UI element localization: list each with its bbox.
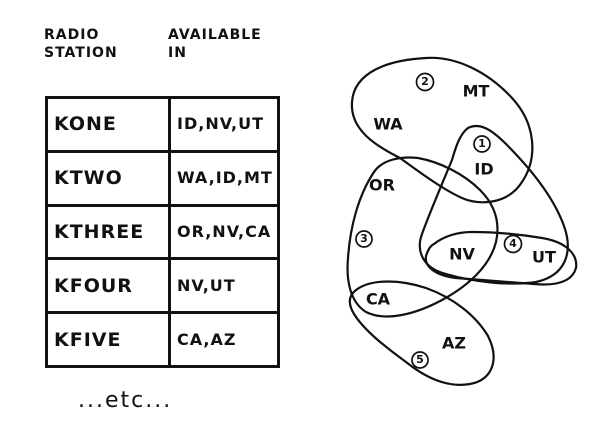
column-header-radio-station: RADIO STATION — [44, 27, 118, 61]
station-name: KTHREE — [45, 203, 171, 261]
marker-five: 5 — [411, 351, 429, 369]
svg-text:5: 5 — [416, 353, 424, 366]
etc-note: ...etc... — [78, 388, 173, 413]
state-label-or: OR — [369, 176, 395, 195]
table-row-kthree: KTHREE OR,NV,CA — [45, 203, 280, 261]
table-row-kfour: KFOUR NV,UT — [45, 257, 280, 315]
station-availability: NV,UT — [168, 257, 280, 315]
marker-four: 4 — [503, 234, 523, 254]
station-3-region — [346, 156, 499, 318]
svg-text:4: 4 — [509, 237, 517, 250]
station-availability: CA,AZ — [168, 311, 280, 368]
station-table: KONE ID,NV,UT KTWO WA,ID,MT KTHREE OR,NV… — [45, 96, 280, 368]
station-grid: KONE ID,NV,UT KTWO WA,ID,MT KTHREE OR,NV… — [45, 96, 280, 368]
svg-text:1: 1 — [478, 137, 486, 150]
coverage-diagram: 2 1 3 4 5 MT WA OR ID NV UT CA AZ — [346, 56, 578, 386]
marker-one: 1 — [473, 135, 491, 153]
station-1-region — [418, 124, 569, 285]
table-row-kfive: KFIVE CA,AZ — [45, 311, 280, 368]
station-availability: ID,NV,UT — [168, 96, 280, 153]
station-name: KFIVE — [45, 311, 171, 368]
state-label-id: ID — [474, 160, 493, 179]
state-label-wa: WA — [373, 115, 403, 134]
station-name: KONE — [45, 96, 171, 153]
column-header-available-in: AVAILABLE IN — [168, 27, 262, 61]
station-availability: WA,ID,MT — [168, 149, 280, 207]
state-label-nv: NV — [449, 245, 475, 264]
station-availability: OR,NV,CA — [168, 203, 280, 261]
table-row-kone: KONE ID,NV,UT — [45, 96, 280, 153]
state-label-ut: UT — [532, 248, 556, 267]
svg-text:2: 2 — [421, 75, 429, 88]
svg-text:3: 3 — [360, 232, 368, 245]
marker-three: 3 — [355, 230, 373, 248]
station-name: KFOUR — [45, 257, 171, 315]
table-row-ktwo: KTWO WA,ID,MT — [45, 149, 280, 207]
marker-two: 2 — [415, 72, 435, 92]
station-name: KTWO — [45, 149, 171, 207]
station-5-region — [348, 280, 495, 386]
station-4-region — [424, 230, 578, 286]
state-label-ca: CA — [366, 290, 391, 309]
state-label-mt: MT — [463, 82, 490, 101]
state-label-az: AZ — [442, 334, 466, 353]
